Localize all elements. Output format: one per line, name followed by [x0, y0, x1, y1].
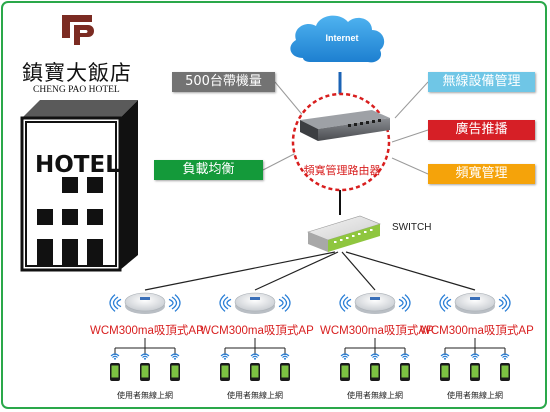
client-phone-3: [400, 353, 410, 381]
ceiling-ap-icon: [234, 292, 276, 314]
hotel-name-english: CHENG PAO HOTEL: [33, 85, 120, 95]
client-phone-2: [140, 353, 150, 381]
access-point-1: [109, 292, 181, 381]
smartphone-icon: [400, 363, 410, 381]
connection-lines: [144, 72, 476, 291]
smartphone-icon: [250, 363, 260, 381]
router-label: 頻寬管理路由器: [303, 164, 381, 177]
wifi-signal-icon: [340, 353, 350, 360]
smartphone-icon: [470, 363, 480, 381]
client-phone-1: [220, 353, 230, 381]
wifi-wave-icon: [109, 294, 181, 312]
wifi-wave-icon: [439, 294, 511, 312]
smartphone-icon: [170, 363, 180, 381]
wifi-signal-icon: [280, 353, 290, 360]
hotel-building-icon: HOTEL: [20, 100, 138, 272]
access-point-layer: [109, 292, 511, 381]
client-phone-3: [500, 353, 510, 381]
callout-lines: [262, 81, 429, 175]
feature-tag-ad-push: 廣告推播: [428, 120, 535, 140]
wifi-signal-icon: [110, 353, 120, 360]
users-label-3: 使用者無線上網: [347, 391, 403, 400]
client-phone-1: [440, 353, 450, 381]
hotel-logo-icon: [62, 15, 94, 45]
access-point-label-3: WCM300ma吸頂式AP: [320, 325, 434, 337]
access-point-label-4: WCM300ma吸頂式AP: [420, 325, 534, 337]
users-label-4: 使用者無線上網: [447, 391, 503, 400]
feature-tag-concurrent-devices: 500台帶機量: [172, 72, 275, 92]
client-links: [444, 338, 506, 355]
wifi-signal-icon: [250, 353, 260, 360]
client-links: [344, 338, 406, 355]
access-point-label-2: WCM300ma吸頂式AP: [200, 325, 314, 337]
access-point-label-1: WCM300ma吸頂式AP: [90, 325, 204, 337]
smartphone-icon: [280, 363, 290, 381]
feature-tag-wireless-management: 無線設備管理: [428, 72, 535, 92]
switch-label: SWITCH: [392, 222, 432, 233]
internet-cloud-icon: [290, 15, 385, 63]
ceiling-ap-icon: [454, 292, 496, 314]
wifi-wave-icon: [219, 294, 291, 312]
client-links: [114, 338, 176, 355]
internet-label: Internet: [325, 33, 359, 43]
hotel-sign-text: HOTEL: [35, 152, 120, 178]
users-label-2: 使用者無線上網: [227, 391, 283, 400]
smartphone-icon: [340, 363, 350, 381]
users-label-1: 使用者無線上網: [117, 391, 173, 400]
client-phone-1: [110, 353, 120, 381]
wifi-signal-icon: [220, 353, 230, 360]
smartphone-icon: [370, 363, 380, 381]
switch-device-icon: [307, 215, 381, 252]
client-phone-2: [470, 353, 480, 381]
feature-tag-bandwidth-management: 頻寬管理: [428, 164, 535, 184]
wifi-signal-icon: [170, 353, 180, 360]
client-phone-3: [280, 353, 290, 381]
wifi-wave-icon: [339, 294, 411, 312]
access-point-2: [219, 292, 291, 381]
smartphone-icon: [220, 363, 230, 381]
wifi-signal-icon: [370, 353, 380, 360]
wifi-signal-icon: [440, 353, 450, 360]
wifi-signal-icon: [500, 353, 510, 360]
client-phone-2: [370, 353, 380, 381]
wifi-signal-icon: [140, 353, 150, 360]
wifi-signal-icon: [470, 353, 480, 360]
ceiling-ap-icon: [354, 292, 396, 314]
client-links: [224, 338, 286, 355]
wifi-signal-icon: [400, 353, 410, 360]
ceiling-ap-icon: [124, 292, 166, 314]
hotel-name-chinese: 鎮寶大飯店: [22, 61, 132, 85]
access-point-3: [339, 292, 411, 381]
router-group: [291, 92, 391, 192]
client-phone-1: [340, 353, 350, 381]
smartphone-icon: [440, 363, 450, 381]
client-phone-2: [250, 353, 260, 381]
smartphone-icon: [500, 363, 510, 381]
access-point-4: [439, 292, 511, 381]
client-phone-3: [170, 353, 180, 381]
router-device-icon: [300, 110, 390, 141]
smartphone-icon: [140, 363, 150, 381]
smartphone-icon: [110, 363, 120, 381]
feature-tag-load-balance: 負載均衡: [154, 160, 263, 180]
